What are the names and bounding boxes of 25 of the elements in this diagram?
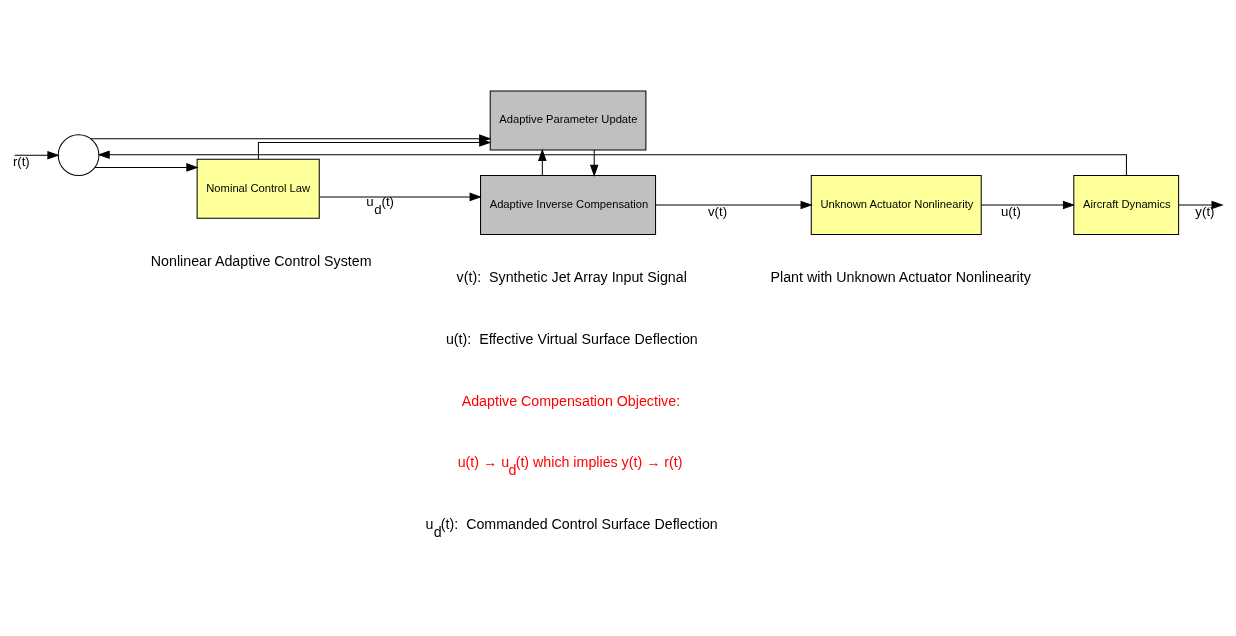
arrow bbox=[538, 148, 547, 176]
edge-label: r(t) bbox=[12, 153, 30, 169]
label: Adaptive Compensation Objective: bbox=[461, 393, 681, 410]
arrow bbox=[14, 150, 60, 160]
node-box: Unknown Actuator Nonlinearity bbox=[810, 175, 982, 236]
label: v(t): Synthetic Jet Array Input Signal bbox=[456, 269, 687, 286]
node-box: Adaptive Parameter Update bbox=[489, 90, 647, 151]
edge-label: v(t) bbox=[707, 203, 728, 219]
label: Plant with Unknown Actuator Nonlinearity bbox=[770, 269, 1031, 286]
edge-label: y(t) bbox=[1195, 203, 1215, 219]
arrow bbox=[1178, 200, 1224, 210]
node-box: Adaptive Inverse Compensation bbox=[480, 175, 657, 236]
arrow bbox=[589, 149, 599, 177]
node-box: Aircraft Dynamics bbox=[1073, 175, 1180, 236]
arrow bbox=[655, 200, 813, 210]
arrow bbox=[257, 138, 492, 160]
node-circle bbox=[57, 134, 100, 177]
arrow bbox=[97, 150, 1127, 176]
label: Nonlinear Adaptive Control System bbox=[150, 252, 372, 269]
node-box: Nominal Control Law bbox=[196, 158, 320, 219]
arrow bbox=[318, 192, 482, 202]
arrow bbox=[94, 163, 199, 172]
edge-label: u(t) bbox=[1000, 203, 1021, 219]
label: u(t): Effective Virtual Surface Deflection bbox=[445, 331, 698, 348]
arrow bbox=[980, 200, 1076, 210]
